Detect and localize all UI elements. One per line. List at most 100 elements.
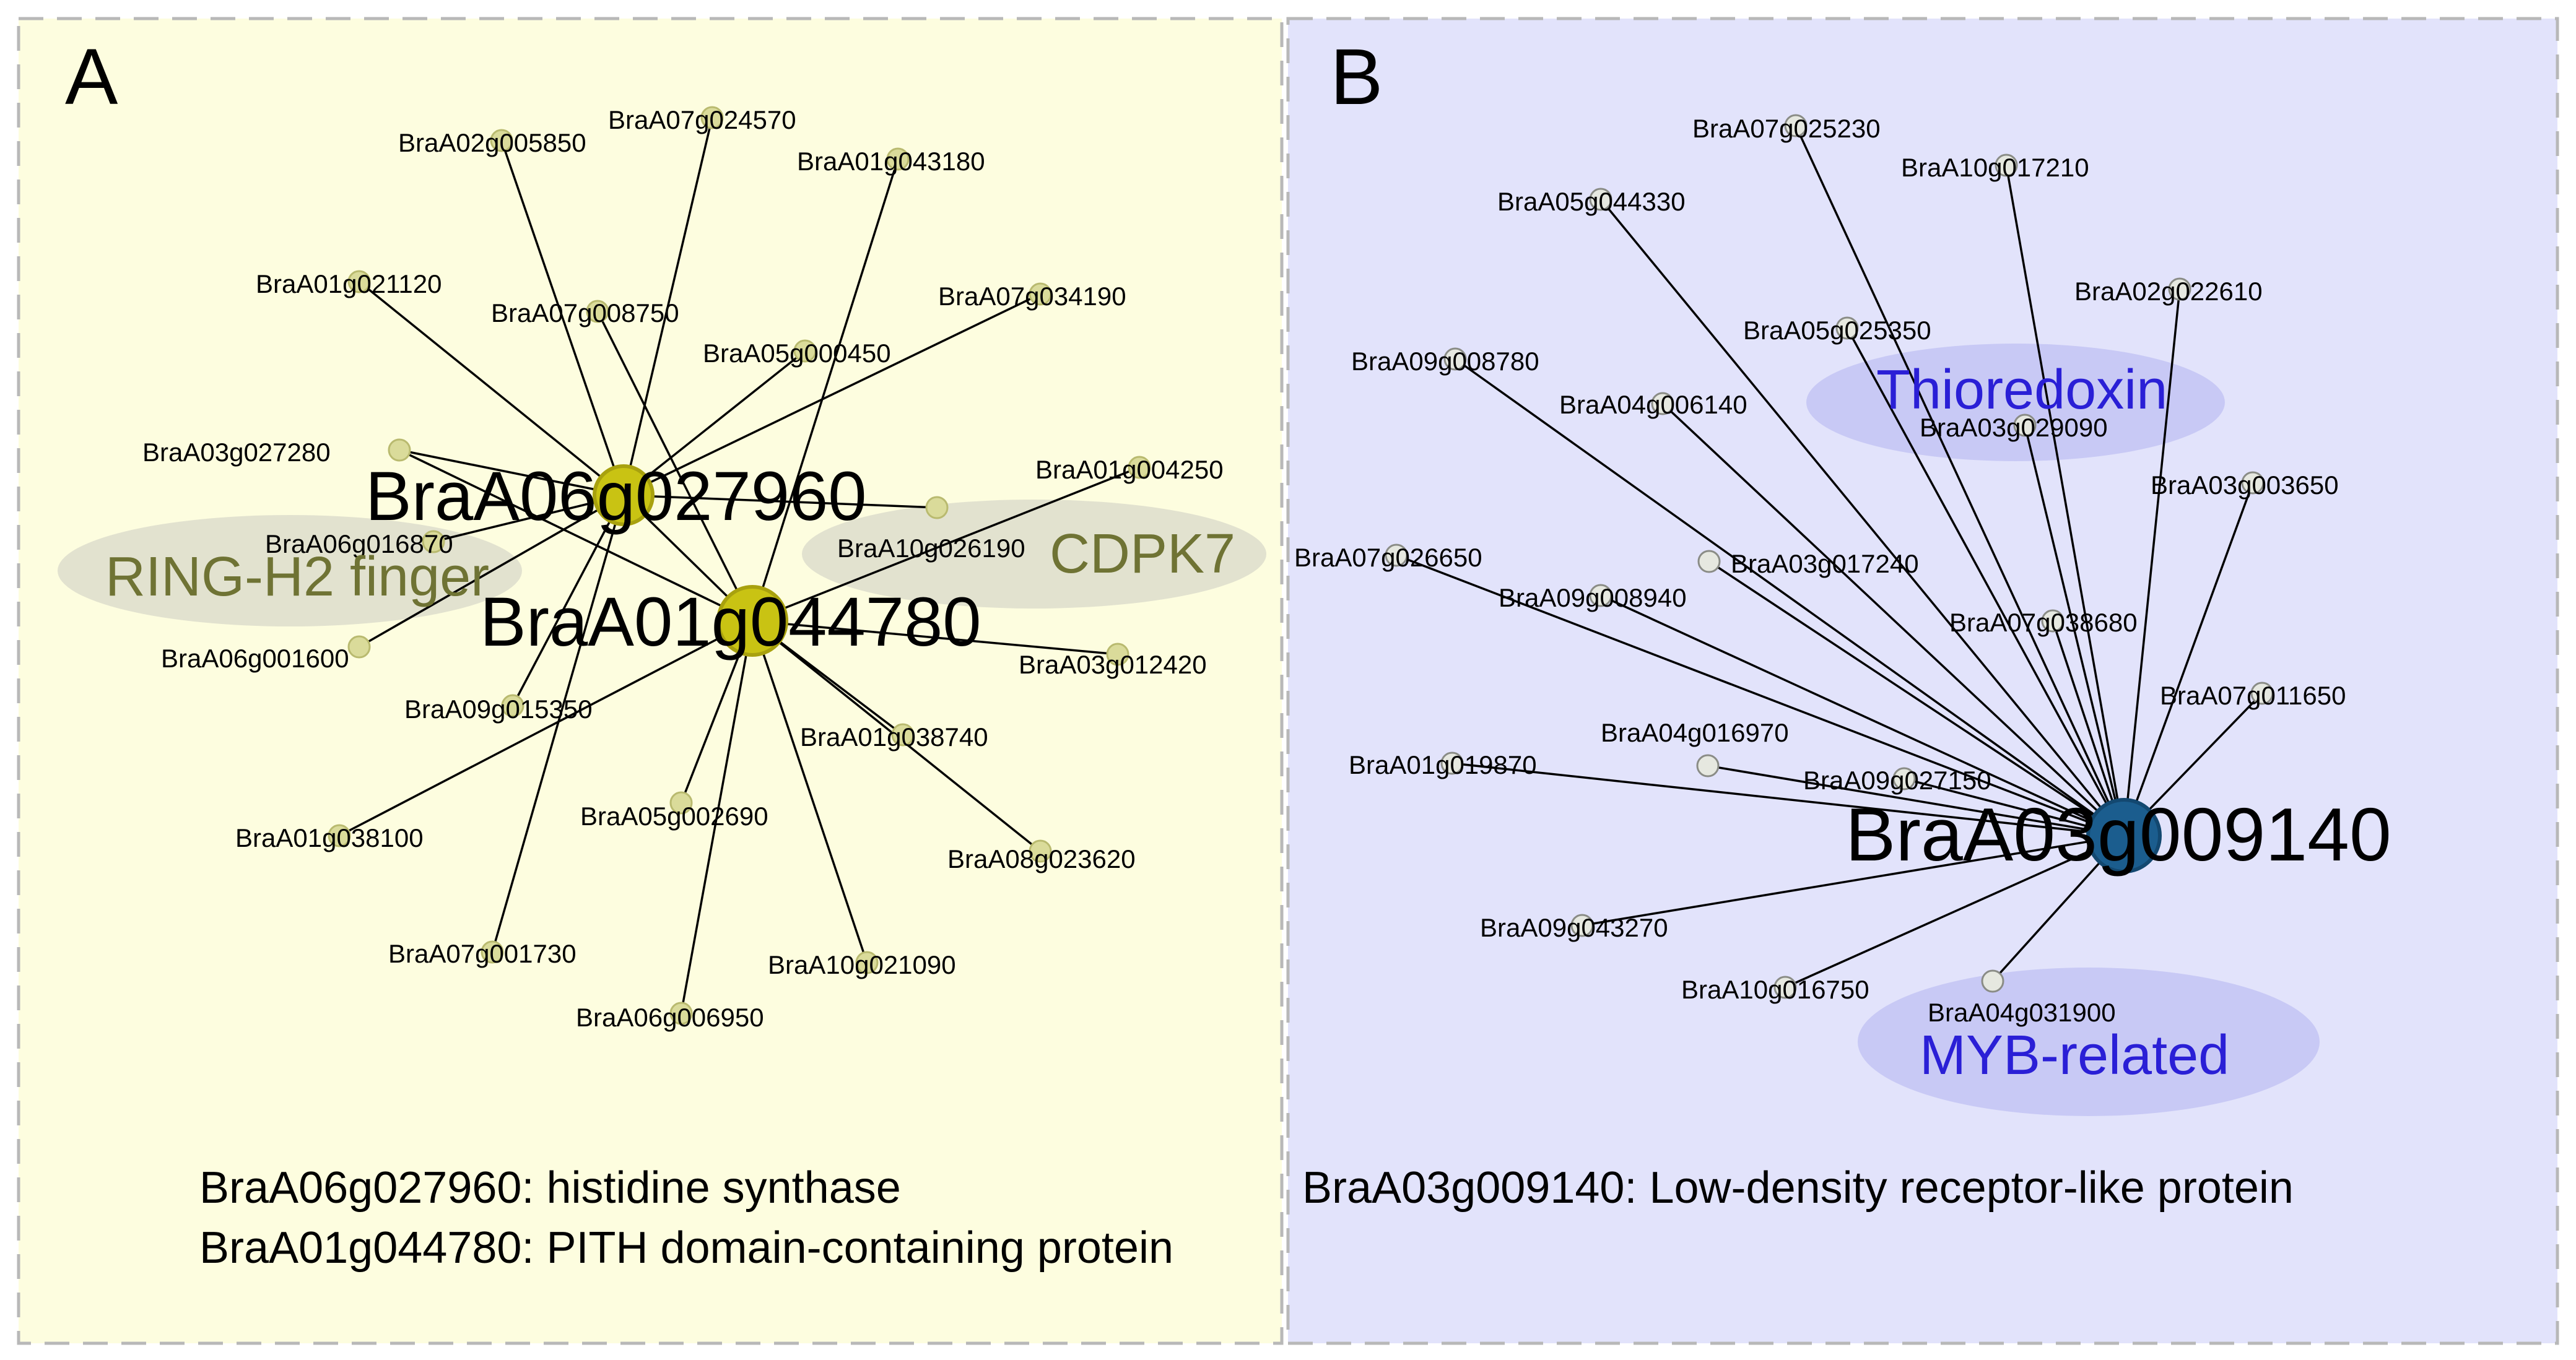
leaf-node-label: BraA01g038100 <box>235 823 424 852</box>
family-ellipse-ring-h2 <box>58 515 522 626</box>
edge <box>1396 554 2125 837</box>
leaf-node[interactable] <box>1029 839 1052 863</box>
leaf-node[interactable] <box>586 300 609 323</box>
leaf-node-label: BraA09g027150 <box>1803 766 1991 795</box>
leaf-node[interactable] <box>855 951 879 974</box>
edge <box>399 449 753 622</box>
leaf-node-label: BraA09g008940 <box>1499 583 1687 612</box>
leaf-node-label: BraA04g016970 <box>1601 718 1789 747</box>
leaf-node[interactable] <box>891 723 915 747</box>
leaf-node-label: BraA05g002690 <box>580 802 768 831</box>
leaf-node[interactable] <box>347 635 371 659</box>
leaf-node[interactable] <box>2168 277 2191 301</box>
edge <box>2024 425 2125 836</box>
leaf-node[interactable] <box>1128 456 1151 479</box>
leaf-node[interactable] <box>1106 643 1129 666</box>
edge <box>752 466 1140 622</box>
hub-node-label: BraA06g027960 <box>365 457 867 535</box>
edge <box>1454 358 2125 837</box>
annotation-a-2: BraA01g044780: PITH domain-containing pr… <box>199 1223 1173 1273</box>
edge <box>680 620 754 1014</box>
leaf-node[interactable] <box>1835 316 1859 340</box>
hub-node-label: BraA01g044780 <box>480 583 981 661</box>
leaf-node-label: BraA07g025230 <box>1692 114 1881 143</box>
hub-node[interactable] <box>716 585 788 657</box>
edge <box>751 158 899 622</box>
leaf-node-label: BraA02g005850 <box>398 128 586 157</box>
leaf-node[interactable] <box>2041 609 2065 633</box>
leaf-node[interactable] <box>1443 347 1467 371</box>
leaf-node-label: BraA08g023620 <box>947 844 1136 873</box>
leaf-node[interactable] <box>1995 154 2018 177</box>
leaf-node[interactable] <box>501 694 524 717</box>
leaf-node[interactable] <box>2013 414 2037 437</box>
edge <box>1707 764 2125 837</box>
leaf-node[interactable] <box>388 438 411 462</box>
leaf-node-label: BraA01g021120 <box>256 269 442 298</box>
edge <box>1661 402 2125 837</box>
leaf-node[interactable] <box>2250 682 2274 705</box>
edge <box>339 620 753 837</box>
leaf-node[interactable] <box>700 106 724 129</box>
edge <box>622 117 713 496</box>
leaf-node-label: BraA07g011650 <box>2160 681 2346 710</box>
leaf-node-label: BraA07g008750 <box>491 298 679 327</box>
leaf-node[interactable] <box>886 147 910 171</box>
leaf-node-label: BraA10g021090 <box>768 950 956 979</box>
leaf-node-label: BraA06g016870 <box>265 529 453 558</box>
leaf-node[interactable] <box>2241 471 2265 495</box>
leaf-node[interactable] <box>793 339 817 363</box>
edge <box>1582 834 2125 927</box>
hub-node[interactable] <box>2086 798 2162 873</box>
leaf-node[interactable] <box>1981 969 2004 993</box>
leaf-node-label: BraA02g022610 <box>2074 277 2263 306</box>
leaf-node[interactable] <box>490 129 513 152</box>
leaf-node[interactable] <box>925 496 949 519</box>
edge <box>623 293 1041 496</box>
leaf-node[interactable] <box>1773 976 1797 999</box>
edge <box>2123 482 2254 836</box>
leaf-node[interactable] <box>1784 114 1808 137</box>
leaf-node-label: BraA01g004250 <box>1035 455 1224 484</box>
leaf-node[interactable] <box>669 1002 693 1025</box>
leaf-node[interactable] <box>1440 751 1464 775</box>
leaf-node[interactable] <box>1892 767 1916 790</box>
panel-letter-a: A <box>65 33 118 121</box>
edge <box>491 495 625 953</box>
hub-node[interactable] <box>593 464 655 526</box>
leaf-node[interactable] <box>1651 392 1674 415</box>
leaf-node[interactable] <box>1589 188 1612 211</box>
leaf-node[interactable] <box>1589 584 1612 607</box>
edge <box>1904 777 2125 837</box>
leaf-node[interactable] <box>1696 754 1720 777</box>
leaf-node[interactable] <box>328 824 351 847</box>
panel-b-background <box>1286 17 2559 1345</box>
leaf-node-label: BraA01g043180 <box>797 147 985 176</box>
leaf-node[interactable] <box>669 791 693 815</box>
family-label-cdpk7: CDPK7 <box>1050 523 1235 585</box>
edge <box>1846 327 2125 836</box>
leaf-node-label: BraA04g031900 <box>1928 998 2116 1027</box>
leaf-node-label: BraA03g027280 <box>142 438 331 467</box>
leaf-node[interactable] <box>1385 544 1408 567</box>
labels-layer: BraA02g005850BraA07g024570BraA01g043180B… <box>142 105 2391 1032</box>
leaf-node-label: BraA07g001730 <box>388 939 577 968</box>
family-label-myb: MYB-related <box>1920 1024 2229 1086</box>
nodes-layer <box>328 106 2274 1025</box>
leaf-node[interactable] <box>1570 914 1594 937</box>
edge <box>511 495 625 706</box>
leaf-node-label: BraA03g029090 <box>1920 413 2108 442</box>
leaf-node[interactable] <box>347 270 371 293</box>
leaf-node-label: BraA01g038740 <box>800 722 988 751</box>
edge <box>1708 560 2125 837</box>
leaf-node[interactable] <box>1697 550 1721 573</box>
edge <box>1599 198 2125 837</box>
edge <box>596 311 754 622</box>
leaf-node[interactable] <box>422 530 445 553</box>
leaf-node-label: BraA06g006950 <box>576 1003 764 1032</box>
leaf-node[interactable] <box>481 940 504 964</box>
leaf-node-label: BraA09g043270 <box>1480 913 1668 942</box>
edge <box>1451 762 2125 837</box>
leaf-node[interactable] <box>1029 282 1052 306</box>
